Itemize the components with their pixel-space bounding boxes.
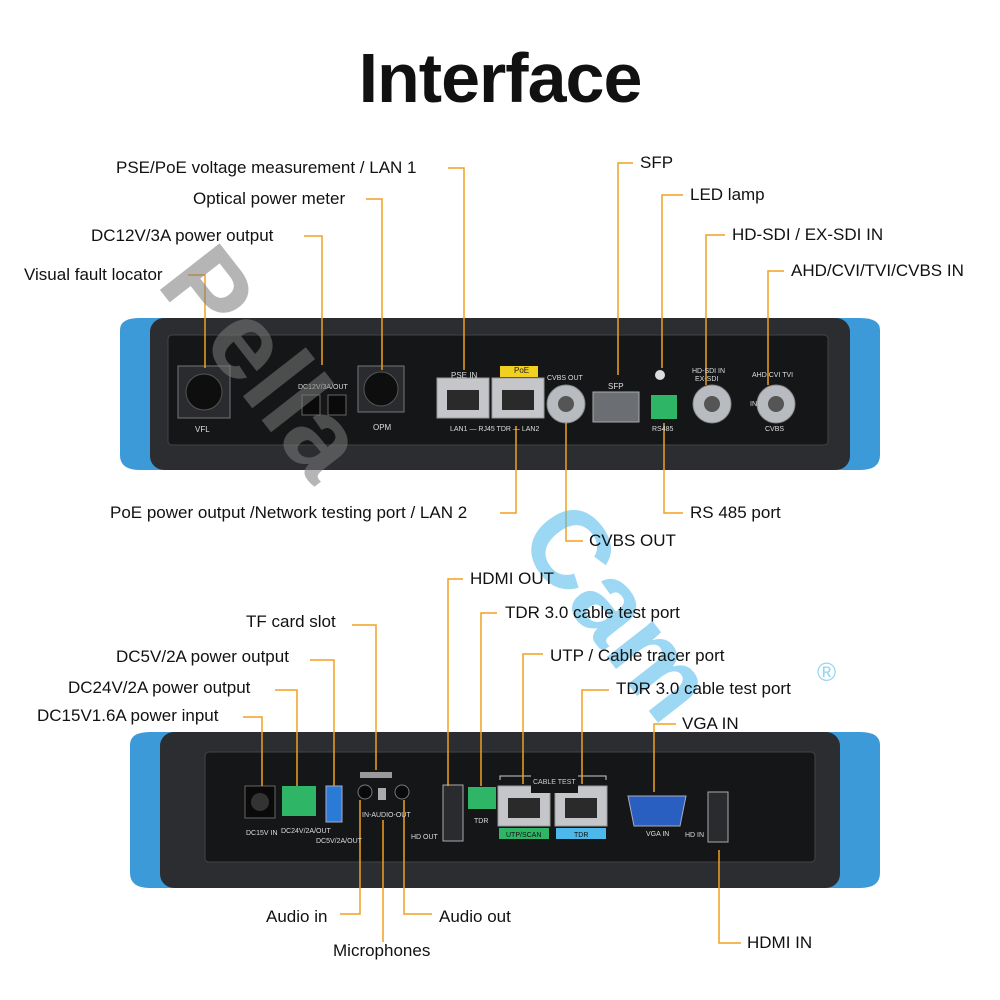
- callout-dc15v: DC15V1.6A power input: [37, 706, 219, 725]
- callout-rs485: RS 485 port: [690, 503, 781, 522]
- callout-sfp: SFP: [640, 153, 674, 172]
- callout-tdr-2: TDR 3.0 cable test port: [616, 679, 791, 698]
- callout-dc24v: DC24V/2A power output: [68, 678, 251, 697]
- panel-cable-test: CABLE TEST: [531, 773, 578, 793]
- callout-poe-out: PoE power output /Network testing port /…: [110, 503, 468, 522]
- callout-dc5v: DC5V/2A power output: [116, 647, 289, 666]
- panel-lan: LAN1 — RJ45 TDR — LAN2: [450, 426, 540, 433]
- callout-opm: Optical power meter: [193, 189, 346, 208]
- callout-utp: UTP / Cable tracer port: [550, 646, 725, 665]
- callout-tf-card: TF card slot: [246, 612, 336, 631]
- panel-in: IN: [750, 401, 757, 408]
- callout-audio-out: Audio out: [439, 907, 511, 926]
- bottom-device: [130, 732, 880, 888]
- callout-vga: VGA IN: [682, 714, 739, 733]
- panel-vga: VGA IN: [646, 831, 670, 838]
- leader-lines: [188, 162, 784, 944]
- callout-pse-poe: PSE/PoE voltage measurement / LAN 1: [116, 158, 417, 177]
- panel-hd-in: HD IN: [685, 832, 705, 839]
- panel-opm: OPM: [373, 423, 392, 432]
- panel-rs485: RS485: [652, 426, 674, 433]
- callout-microphones: Microphones: [333, 941, 431, 960]
- panel-cvbs: CVBS: [765, 426, 785, 433]
- panel-poe: PoE: [514, 366, 530, 375]
- page-title: Interface: [358, 39, 643, 117]
- callout-hdmi-out: HDMI OUT: [470, 569, 555, 588]
- panel-sfp: SFP: [608, 382, 624, 391]
- top-device: [120, 318, 880, 470]
- panel-ahd: AHD CVI TVI: [752, 372, 794, 379]
- panel-pse-in: PSE IN: [451, 371, 478, 380]
- panel-hdsdi-in: HD-SDI IN: [692, 368, 726, 375]
- callout-hdmi-in: HDMI IN: [747, 933, 813, 952]
- panel-tdr2: TDR: [574, 832, 589, 839]
- panel-exsdi: EX-SDI: [695, 376, 719, 383]
- panel-tdr: TDR: [474, 818, 489, 825]
- panel-utp: UTP/SCAN: [506, 832, 542, 839]
- panel-dc24v: DC24V/2A/OUT: [281, 828, 331, 835]
- panel-hd-out: HD OUT: [411, 834, 438, 841]
- panel-vfl: VFL: [195, 425, 210, 434]
- callout-dc12v: DC12V/3A power output: [91, 226, 274, 245]
- panel-dc15v: DC15V IN: [246, 830, 278, 837]
- panel-dc12v: DC12V/3A/OUT: [298, 384, 348, 391]
- callout-ahd: AHD/CVI/TVI/CVBS IN: [791, 261, 964, 280]
- callout-vfl: Visual fault locator: [24, 265, 163, 284]
- panel-dc5v: DC5V/2A/OUT: [316, 838, 362, 845]
- callout-hdsdi: HD-SDI / EX-SDI IN: [732, 225, 884, 244]
- callout-audio-in: Audio in: [266, 907, 328, 926]
- callout-tdr-1: TDR 3.0 cable test port: [505, 603, 680, 622]
- panel-cvbs-out: CVBS OUT: [547, 375, 583, 382]
- callout-cvbs-out: CVBS OUT: [589, 531, 676, 550]
- panel-audio: IN-AUDIO-OUT: [362, 812, 411, 819]
- watermark-registered: ®: [817, 657, 837, 687]
- callout-led: LED lamp: [690, 185, 765, 204]
